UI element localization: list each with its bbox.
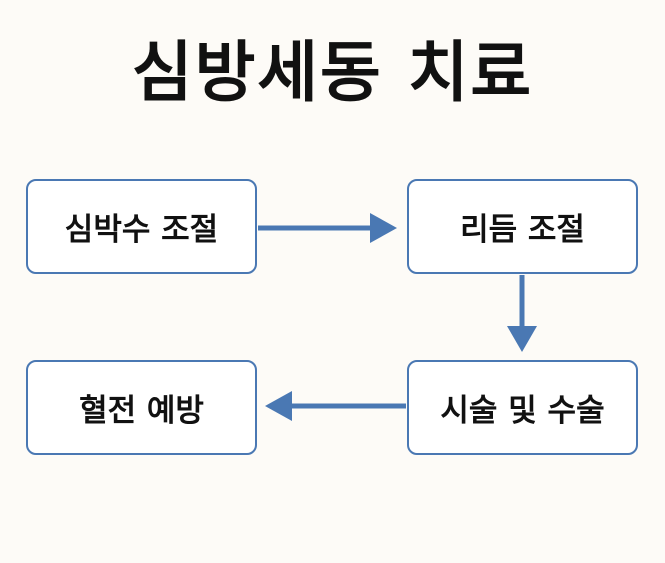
node-procedure-surgery: 시술 및 수술 [407,360,638,455]
arrow-procedure-to-anticoagulation [265,391,406,421]
arrow-rhythm-to-procedure [507,275,537,352]
node-rhythm-control: 리듬 조절 [407,179,638,274]
node-label: 혈전 예방 [79,393,204,429]
arrow-rate-to-rhythm [258,213,397,243]
node-rate-control: 심박수 조절 [26,179,257,274]
node-label: 시술 및 수술 [440,393,605,429]
node-label: 리듬 조절 [460,212,585,248]
diagram-title: 심방세동 치료 [131,34,534,111]
node-stroke-prevention: 혈전 예방 [26,360,257,455]
node-label: 심박수 조절 [64,212,219,248]
